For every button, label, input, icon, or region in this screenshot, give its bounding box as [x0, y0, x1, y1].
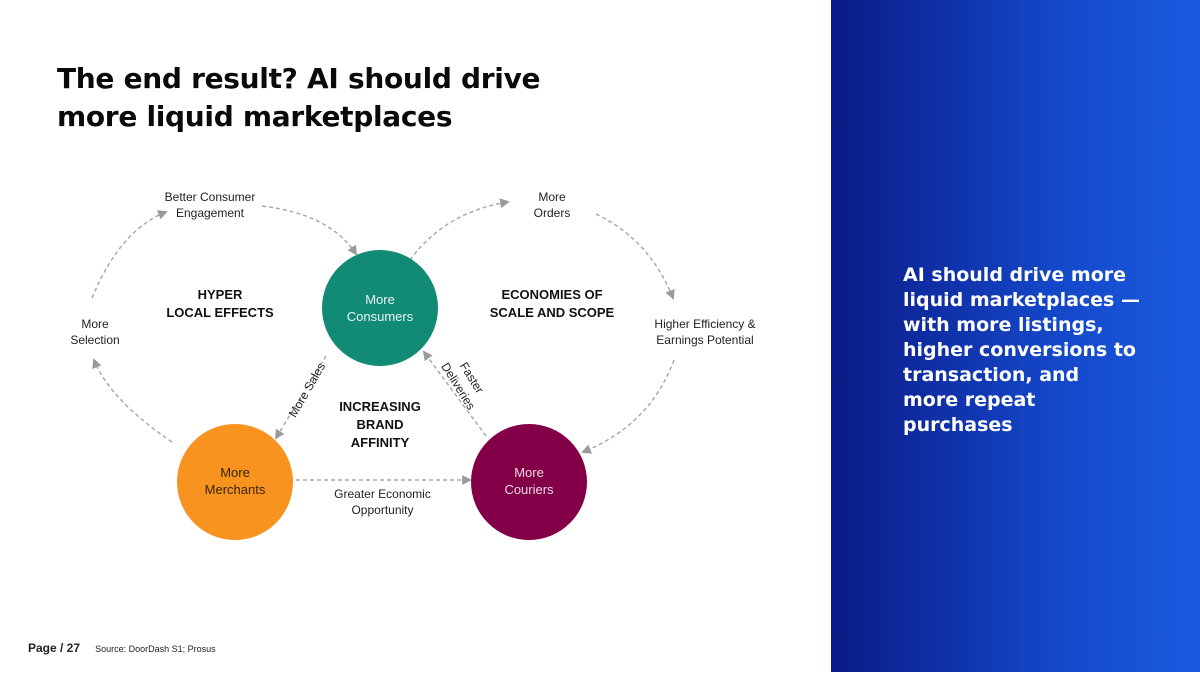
arrow-merchants-to-selection [92, 358, 173, 443]
node-consumers-circle [322, 250, 438, 366]
node-merchants-circle [177, 424, 293, 540]
source-note: Source: DoorDash S1; Prosus [95, 644, 216, 654]
arrow-consumers-to-orders [409, 198, 510, 261]
arrow-consumers-to-merchants [274, 355, 327, 440]
arrow-efficiency-to-couriers [581, 359, 675, 454]
summary-panel: AI should drive more liquid marketplaces… [831, 0, 1200, 672]
region-hyper-local: HYPER LOCAL EFFECTS [166, 287, 274, 320]
arrow-engagement-to-consumers [261, 205, 358, 256]
region-economies-of-scale: ECONOMIES OF SCALE AND SCOPE [489, 287, 615, 320]
footer: Page / 27 Source: DoorDash S1; Prosus [28, 641, 216, 655]
summary-text: AI should drive more liquid marketplaces… [903, 264, 1140, 436]
slide-title-line-1: The end result? AI should drive [57, 62, 541, 95]
node-couriers-circle [471, 424, 587, 540]
slide-title: The end result? AI should drive more liq… [57, 60, 617, 136]
edge-label-selection: More Selection [70, 317, 120, 347]
node-merchants-label: More Merchants [204, 465, 266, 497]
region-brand-affinity: INCREASING BRAND AFFINITY [339, 399, 421, 450]
page-number: Page / 27 [28, 641, 81, 655]
edge-label-orders: More Orders [533, 190, 571, 220]
slide-title-line-2: more liquid marketplaces [57, 100, 453, 133]
edge-label-opportunity: Greater Economic Opportunity [334, 487, 431, 517]
edge-label-efficiency: Higher Efficiency & Earnings Potential [654, 317, 756, 347]
node-couriers-label: More Couriers [504, 465, 554, 497]
edge-label-engagement: Better Consumer Engagement [164, 190, 256, 220]
arrow-orders-to-efficiency [595, 213, 675, 300]
arrow-selection-to-engagement [91, 210, 168, 299]
flywheel-svg [91, 198, 675, 540]
flywheel-diagram: More Consumers More Merchants More Couri… [40, 170, 800, 550]
node-consumers-label: More Consumers [346, 292, 414, 324]
arrow-couriers-to-consumers [422, 350, 487, 437]
